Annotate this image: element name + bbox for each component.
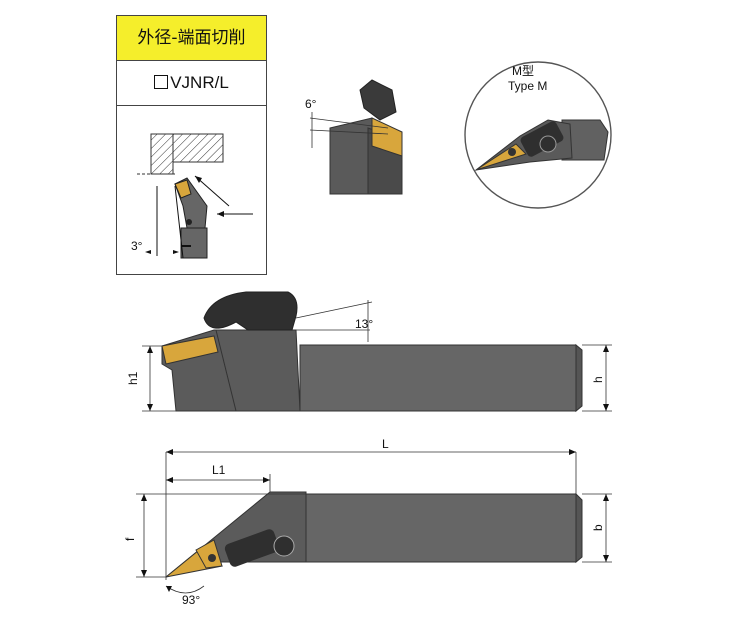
top-shank-end xyxy=(575,492,583,564)
h1-arrow-bottom xyxy=(147,404,153,411)
angle-arrow-right xyxy=(173,250,179,254)
legend-box: 外径-端面切削 VJNR/L xyxy=(116,15,267,275)
L1-label: L1 xyxy=(212,463,226,477)
side-13-ref xyxy=(295,301,373,319)
inset-screw-icon xyxy=(539,135,557,153)
top-screw-icon xyxy=(273,535,295,557)
L1-arrow-right xyxy=(263,477,270,483)
operation-title: 外径-端面切削 xyxy=(117,16,266,61)
feed-arrowhead xyxy=(195,176,202,183)
L1-arrow-left xyxy=(166,477,173,483)
iso-ref-line xyxy=(309,117,389,129)
holder-code-text: VJNR/L xyxy=(170,73,229,92)
tool-shank xyxy=(180,227,208,259)
angle-93-label: 93° xyxy=(182,593,200,607)
inset-title-cn: M型 xyxy=(512,64,534,78)
inset-title-en: Type M xyxy=(508,79,547,93)
f-arrow-bottom xyxy=(141,570,147,577)
side-shank-end xyxy=(575,343,583,413)
top-shank xyxy=(305,493,577,563)
top-insert-body xyxy=(195,539,223,569)
angle-arrow-left xyxy=(145,250,151,254)
workpiece-right xyxy=(172,133,224,163)
clamp-screw xyxy=(186,219,192,225)
iso-clamp xyxy=(359,79,397,121)
side-view: 13° h1 h xyxy=(126,291,612,413)
checkbox-square-icon xyxy=(154,75,169,89)
b-arrow-bottom xyxy=(603,555,609,562)
h-arrow-bottom xyxy=(603,404,609,411)
workpiece-sketch: 3° xyxy=(131,133,253,259)
angle-line xyxy=(174,185,184,259)
side-angle-label: 13° xyxy=(355,317,373,331)
side-clamp xyxy=(203,291,298,331)
iso-angle-label: 6° xyxy=(305,97,317,111)
b-arrow-top xyxy=(603,494,609,501)
b-label: b xyxy=(591,524,605,531)
iso-ref-line-2 xyxy=(309,129,389,135)
feed-arrow-line xyxy=(194,175,230,207)
inset-pin xyxy=(508,148,516,156)
L-arrow-right xyxy=(569,449,576,455)
side-shank xyxy=(299,344,577,412)
holder-code: VJNR/L xyxy=(117,60,266,106)
h1-arrow-top xyxy=(147,346,153,353)
angle-93-arc xyxy=(165,585,205,594)
top-clamp xyxy=(224,529,280,567)
f-arrow-top xyxy=(141,494,147,501)
angle-3-label: 3° xyxy=(131,239,143,253)
h-arrow-top xyxy=(603,345,609,352)
side-insert xyxy=(161,335,219,365)
angle-93-arrow xyxy=(166,586,172,592)
iso-insert xyxy=(371,117,403,157)
h1-label: h1 xyxy=(126,371,140,385)
L-arrow-left xyxy=(166,449,173,455)
h-label: h xyxy=(591,376,605,383)
L-label: L xyxy=(382,437,389,451)
feed-arrowhead-2 xyxy=(217,211,224,217)
isometric-view: 6° xyxy=(305,79,403,195)
insert-small xyxy=(174,179,192,199)
type-m-inset: M型 Type M xyxy=(464,61,612,209)
side-head-edge xyxy=(215,329,237,412)
top-pin xyxy=(208,554,216,562)
f-label: f xyxy=(123,537,137,541)
top-view: L L1 f b 93° xyxy=(123,437,612,607)
